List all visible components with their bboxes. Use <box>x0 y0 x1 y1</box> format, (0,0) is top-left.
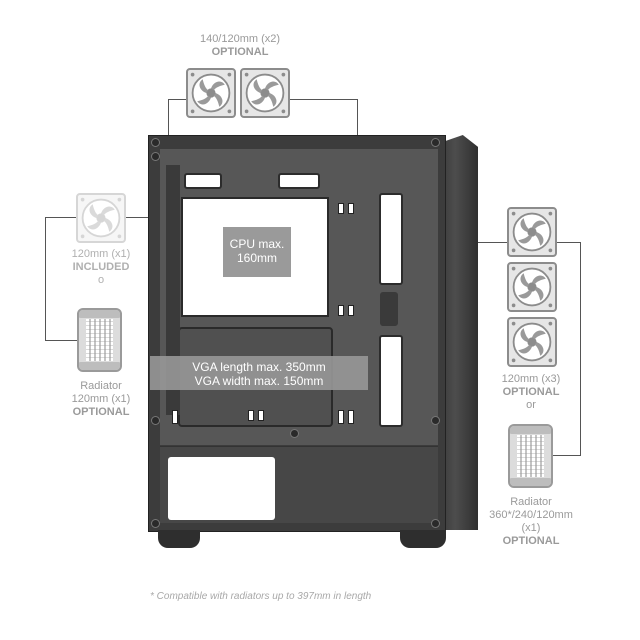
rear-radiator-title: Radiator <box>80 380 122 392</box>
case-foot <box>400 530 446 548</box>
tie-point <box>348 410 354 424</box>
screw <box>432 520 439 527</box>
front-leader-line <box>553 455 581 456</box>
fan-icon <box>188 70 234 116</box>
top-fan-status: OPTIONAL <box>211 46 269 58</box>
top-leader-line <box>290 99 358 100</box>
screw <box>152 520 159 527</box>
screw <box>432 139 439 146</box>
tie-point <box>248 410 254 421</box>
cpu-clearance-line1: CPU max. <box>229 237 285 251</box>
case-foot <box>158 530 200 548</box>
top-cutout <box>278 173 320 189</box>
rear-leader-line <box>126 217 166 218</box>
rear-radiator-size: 120mm (x1) <box>71 393 131 405</box>
front-radiator-count: (x1) <box>521 522 541 534</box>
screw <box>152 139 159 146</box>
fan-icon <box>78 195 124 241</box>
rear-radiator-label: Radiator 120mm (x1) OPTIONAL <box>55 380 147 419</box>
cable-grommet <box>379 335 403 427</box>
front-panel <box>440 135 478 530</box>
rear-radiator-icon <box>77 308 122 372</box>
top-fan-label: 140/120mm (x2) OPTIONAL <box>170 33 310 59</box>
cpu-clearance-box: CPU max. 160mm <box>223 227 291 277</box>
vga-width: VGA width max. 150mm <box>194 374 324 388</box>
tie-point <box>172 410 178 424</box>
front-radiator-status: OPTIONAL <box>502 535 560 547</box>
tie-point <box>338 203 344 214</box>
tie-point <box>258 410 264 421</box>
pc-case <box>148 135 478 548</box>
rear-radiator-status: OPTIONAL <box>72 406 130 418</box>
top-fan-2 <box>240 68 290 118</box>
footnote: * Compatible with radiators up to 397mm … <box>150 591 372 602</box>
tie-point <box>348 203 354 214</box>
screw <box>152 153 159 160</box>
front-leader-line <box>580 242 581 456</box>
top-fan-size: 140/120mm (x2) <box>199 33 281 45</box>
psu-window <box>168 457 275 520</box>
cable-grommet <box>379 193 403 285</box>
rear-fan-status: INCLUDED <box>72 261 130 273</box>
front-fan-2 <box>507 262 557 312</box>
cable-grommet-mid <box>380 292 398 326</box>
screw <box>291 430 298 437</box>
rear-fan-size: 120mm (x1) <box>71 248 131 260</box>
screw <box>432 417 439 424</box>
rear-leader-line <box>45 217 46 341</box>
top-leader-line <box>357 99 358 135</box>
vga-length: VGA length max. 350mm <box>192 360 326 374</box>
tie-point <box>338 410 344 424</box>
tie-point <box>348 305 354 316</box>
front-connector: or <box>526 399 536 411</box>
fan-icon <box>242 70 288 116</box>
front-leader-line <box>557 242 581 243</box>
front-fan-size: 120mm (x3) <box>501 373 561 385</box>
front-fan-label: 120mm (x3) OPTIONAL or <box>485 373 577 412</box>
rear-io-bar <box>166 165 180 415</box>
rear-leader-line <box>45 340 77 341</box>
top-leader-line <box>168 99 169 135</box>
screw <box>152 417 159 424</box>
rear-leader-line <box>45 217 76 218</box>
front-radiator-label: Radiator 360*/240/120mm (x1) OPTIONAL <box>475 496 587 548</box>
tie-point <box>338 305 344 316</box>
front-fan-3 <box>507 317 557 367</box>
top-cutout <box>184 173 222 189</box>
front-radiator-size: 360*/240/120mm <box>489 509 573 521</box>
front-radiator-title: Radiator <box>510 496 552 508</box>
front-fan-1 <box>507 207 557 257</box>
front-radiator-icon <box>508 424 553 488</box>
front-fan-status: OPTIONAL <box>502 386 560 398</box>
fan-icon <box>509 319 555 365</box>
vga-clearance-box: VGA length max. 350mm VGA width max. 150… <box>150 356 368 390</box>
rear-connector: o <box>97 274 105 286</box>
cpu-clearance-line2: 160mm <box>236 251 277 265</box>
top-leader-line <box>168 99 186 100</box>
rear-fan <box>76 193 126 243</box>
top-fan-1 <box>186 68 236 118</box>
fan-icon <box>509 264 555 310</box>
rear-fan-label: 120mm (x1) INCLUDED o <box>60 248 142 287</box>
fan-icon <box>509 209 555 255</box>
